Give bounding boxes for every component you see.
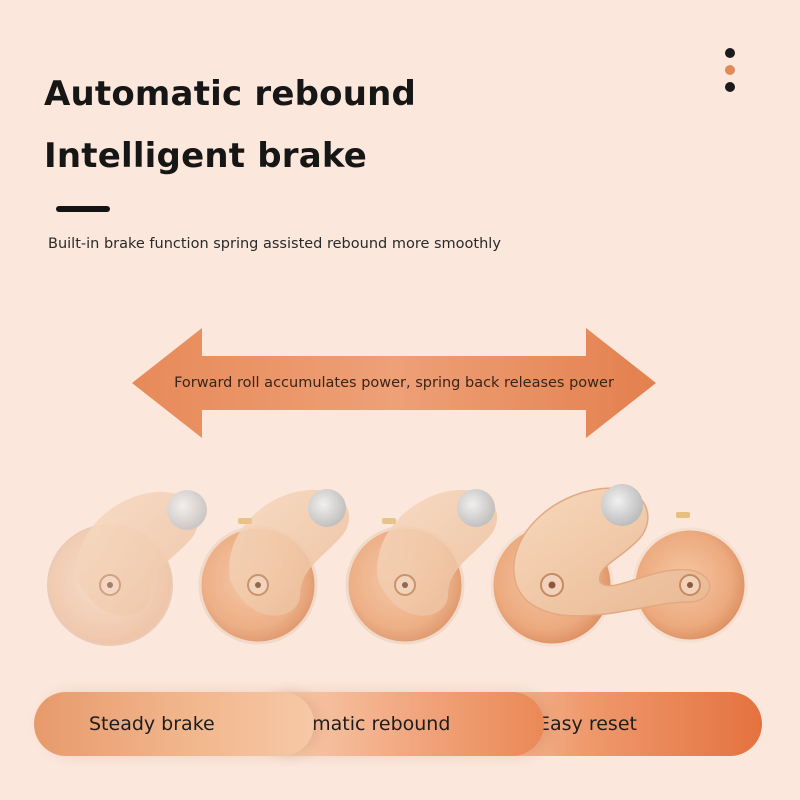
wheel-unit-4 — [490, 484, 748, 647]
wheel-unit-1 — [47, 490, 207, 646]
dot-icon — [725, 48, 735, 58]
double-headed-arrow-icon — [132, 328, 656, 438]
wheel-unit-2 — [198, 489, 350, 645]
dot-icon — [725, 65, 735, 75]
feature-pills: Easy reset Automatic rebound Steady brak… — [34, 692, 762, 756]
power-arrow-banner: Forward roll accumulates power, spring b… — [132, 328, 656, 438]
wheel-unit-3 — [345, 489, 498, 645]
headline-intelligent-brake: Intelligent brake — [44, 136, 368, 176]
feature-pill-steady-brake: Steady brake — [34, 692, 314, 756]
dot-icon — [725, 82, 735, 92]
arrow-caption: Forward roll accumulates power, spring b… — [174, 375, 614, 391]
ab-roller-wheel-illustration — [47, 484, 748, 647]
feature-label: Steady brake — [89, 713, 215, 735]
subtitle: Built-in brake function spring assisted … — [48, 236, 501, 252]
more-options-dots-icon[interactable] — [725, 48, 737, 99]
title-underline-divider — [56, 206, 110, 212]
headline-automatic-rebound: Automatic rebound — [44, 74, 417, 114]
feature-label: Easy reset — [538, 713, 637, 735]
